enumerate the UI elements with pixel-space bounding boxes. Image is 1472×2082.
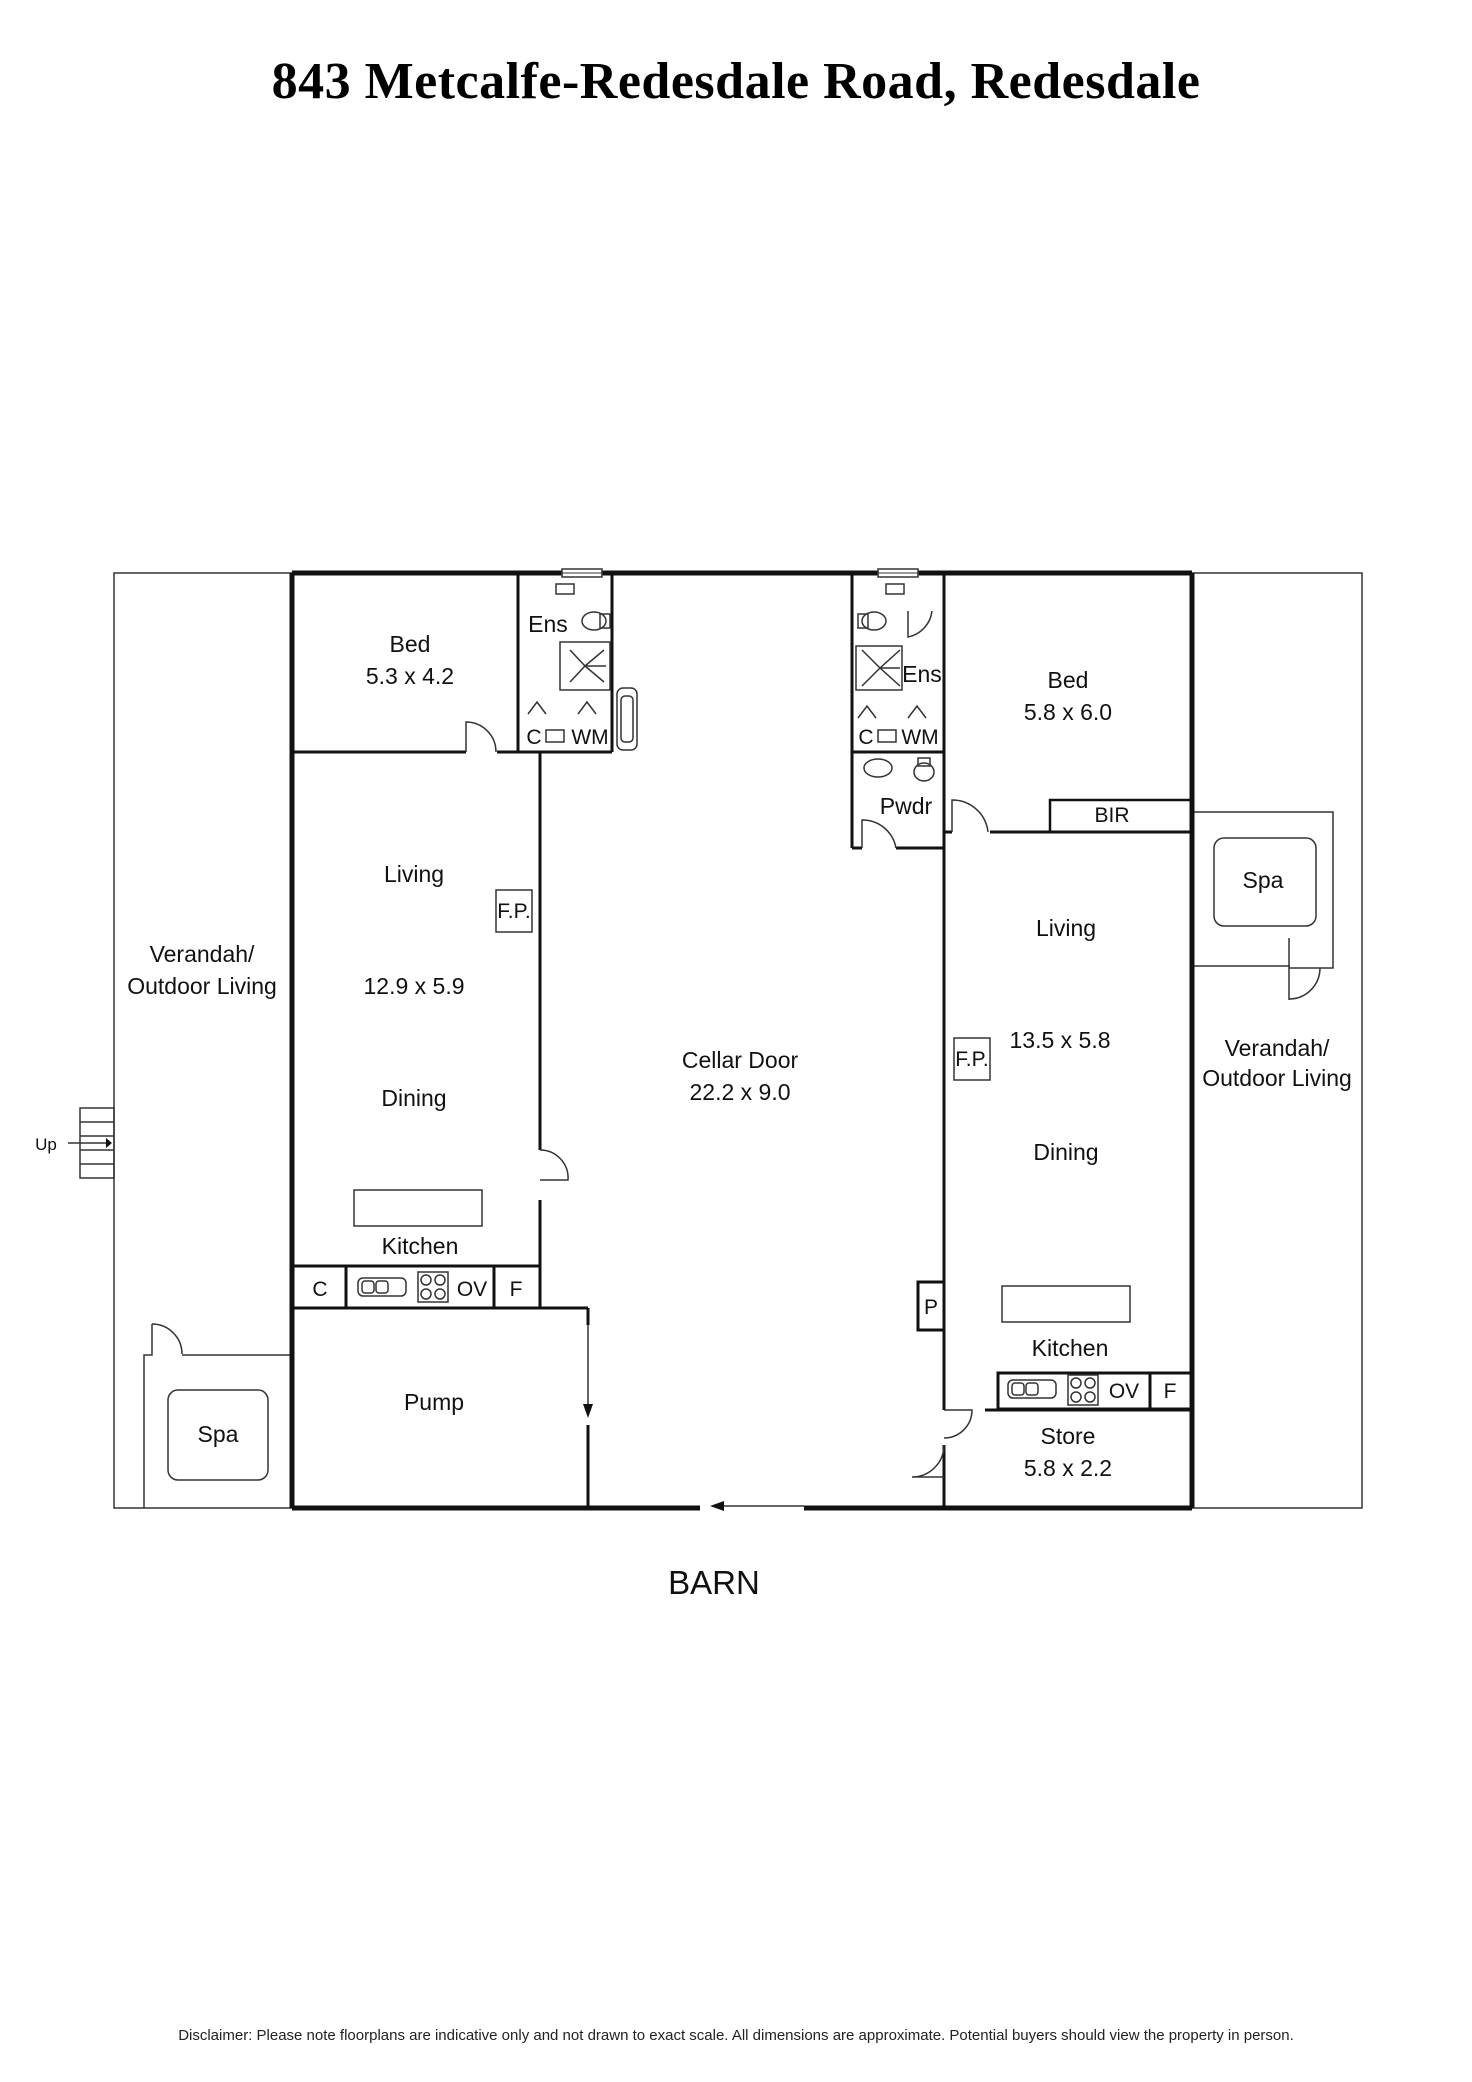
interior-walls [290, 573, 1194, 1508]
door-swings [465, 610, 989, 1478]
dining-left-label: Dining [381, 1085, 446, 1111]
verandah-left-line2: Outdoor Living [127, 973, 277, 999]
c-left-label: C [526, 726, 541, 749]
shower-icon [559, 641, 611, 691]
bath-icon [616, 687, 638, 751]
ensuite-left-fixtures [527, 583, 638, 751]
dining-right-label: Dining [1033, 1139, 1098, 1165]
island-bench-right [1001, 1285, 1131, 1323]
wm-right-label: WM [901, 726, 938, 749]
f-left-label: F [510, 1278, 523, 1301]
living-left-dims: 12.9 x 5.9 [363, 973, 464, 999]
pantry-label: P [924, 1296, 938, 1319]
store-label: Store [1041, 1423, 1096, 1449]
fireplace-left [495, 889, 533, 933]
spa-right [1213, 837, 1317, 927]
verandah-right-line1: Verandah/ [1225, 1035, 1330, 1061]
pump-label: Pump [404, 1389, 464, 1415]
bed-right-label: Bed [1048, 667, 1089, 693]
toilet-icon [581, 611, 607, 631]
ov-left-label: OV [457, 1278, 487, 1301]
bed-right-dims: 5.8 x 6.0 [1024, 699, 1112, 725]
ov-right-label: OV [1109, 1380, 1139, 1403]
cellar-label: Cellar Door [682, 1047, 799, 1073]
living-left-label: Living [384, 861, 444, 887]
pwdr-label: Pwdr [880, 793, 933, 819]
window-top-left [561, 568, 603, 578]
verandah-right-line2: Outdoor Living [1202, 1065, 1352, 1091]
window-top-right [877, 568, 919, 578]
spa-right-label: Spa [1243, 867, 1284, 893]
fp-left-label: F.P. [497, 900, 530, 923]
entry-steps [68, 1107, 115, 1179]
toilet-icon [913, 762, 935, 782]
spa-deck-right [1192, 811, 1334, 1000]
toilet-icon [861, 611, 887, 631]
shower-icon [855, 645, 903, 691]
spa-left-label: Spa [198, 1421, 239, 1447]
bed-left-dims: 5.3 x 4.2 [366, 663, 454, 689]
fireplace-right [953, 1037, 991, 1081]
spa-deck-left [143, 1323, 292, 1508]
island-bench-left [353, 1189, 483, 1227]
kitchen-right-fixtures [1001, 1285, 1131, 1406]
f-right-label: F [1164, 1380, 1177, 1403]
cellar-dims: 22.2 x 9.0 [689, 1079, 790, 1105]
c-right-label: C [858, 726, 873, 749]
verandah-left-line1: Verandah/ [150, 941, 255, 967]
store-dims: 5.8 x 2.2 [1024, 1455, 1112, 1481]
cooktop-icon [417, 1271, 449, 1303]
bir-label: BIR [1094, 804, 1129, 827]
ens-right-label: Ens [902, 661, 942, 687]
disclaimer-text: Disclaimer: Please note floorplans are i… [178, 2027, 1294, 2044]
room-labels: Bed 5.3 x 4.2 Ens C WM Living F.P. 12.9 … [35, 611, 1352, 1601]
barn-entry-arrow [710, 1501, 804, 1511]
kitchen-left-label: Kitchen [382, 1233, 459, 1259]
basin-icon [863, 758, 893, 778]
pump-door-arrow [583, 1325, 593, 1418]
wm-left-label: WM [571, 726, 608, 749]
outer-walls [289, 570, 1195, 1511]
c-kitchen-left: C [312, 1278, 327, 1301]
kitchen-right-label: Kitchen [1032, 1335, 1109, 1361]
page-title: 843 Metcalfe-Redesdale Road, Redesdale [271, 53, 1201, 110]
spa-left [167, 1389, 269, 1481]
up-arrow-icon [106, 1138, 112, 1148]
bed-left-label: Bed [390, 631, 431, 657]
ens-left-label: Ens [528, 611, 568, 637]
living-right-label: Living [1036, 915, 1096, 941]
ensuite-right-fixtures [855, 583, 935, 782]
washing-machine-box [545, 729, 565, 743]
sink-icon [1007, 1379, 1057, 1399]
up-label: Up [35, 1135, 57, 1154]
living-right-dims: 13.5 x 5.8 [1009, 1027, 1110, 1053]
kitchen-left-fixtures [353, 1189, 483, 1303]
sink-icon [357, 1277, 407, 1297]
fp-right-label: F.P. [955, 1048, 988, 1071]
building-label: BARN [668, 1564, 760, 1601]
cooktop-icon [1067, 1374, 1099, 1406]
verandah-left-outline [113, 572, 293, 1509]
